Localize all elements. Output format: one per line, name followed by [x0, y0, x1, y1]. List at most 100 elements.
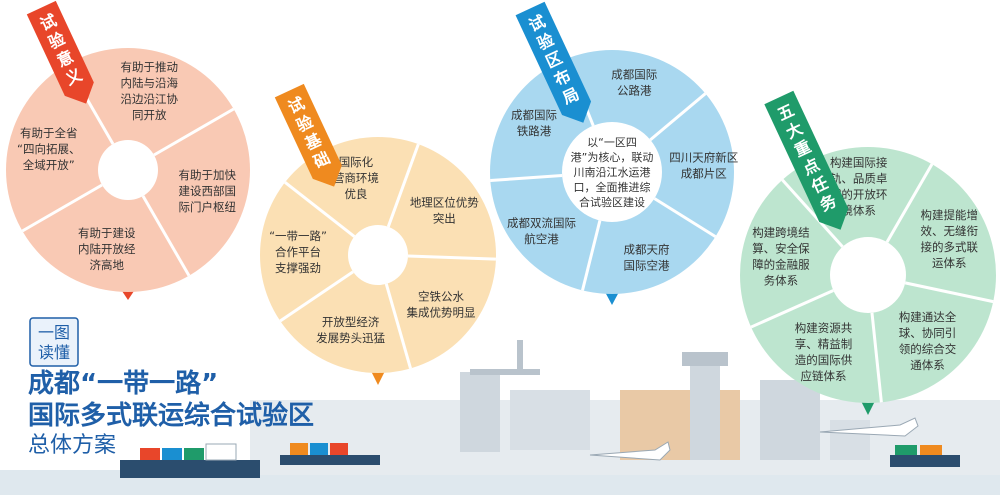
- segment-divider: [386, 143, 420, 228]
- segment-text-line: 国际化: [339, 155, 374, 169]
- center-text-line: 以“一区四: [587, 136, 637, 149]
- segment-text-line: 地理区位优势: [410, 195, 479, 209]
- tag-banner: [26, 0, 94, 104]
- circle-center: [562, 122, 662, 222]
- segment-text-line: 成都国际: [611, 68, 657, 82]
- segment-text-line: 同开放: [132, 108, 167, 122]
- badge-line-1: 一图: [38, 323, 70, 342]
- title-line-2: 国际多式联运综合试验区: [28, 400, 314, 431]
- segment-text-line: 支撑强劲: [275, 261, 321, 275]
- tag-char: 大: [783, 119, 806, 143]
- segment-text-line: 构建国际接: [830, 155, 888, 169]
- circle-layout: 以“一区四港”为核心，联动川南沿江水运港口，全面推进综合试验区建设四川天府新区成…: [490, 1, 738, 305]
- tag-char: 试: [285, 94, 308, 118]
- segment-divider: [407, 254, 496, 261]
- segment-text-line: 突出: [433, 211, 456, 225]
- title-line-1: 成都“一带一路”: [28, 368, 218, 399]
- segment-text-line: 成都双流国际: [507, 216, 576, 230]
- segment-divider: [153, 107, 235, 157]
- segment-divider: [141, 195, 191, 277]
- segment-text-line: 轨、品质卓: [830, 171, 888, 185]
- segment-divider: [279, 270, 354, 323]
- tag-char: 区: [543, 48, 566, 72]
- segment-text-line: 造的国际供: [795, 353, 853, 367]
- circle-foundation: 地理区位优势突出空铁公水集成优势明显开放型经济发展势头迅猛“一带一路”合作平台支…: [260, 83, 496, 385]
- pin-marker: [370, 369, 386, 385]
- tag-char: 试: [37, 11, 60, 35]
- circle-group: 有助于加快建设西部国际门户枢纽有助于建设内陆开放经济高地有助于全省“四向拓展、全…: [6, 0, 996, 415]
- center-text-line: 川南沿江水运港: [574, 166, 651, 179]
- pin-marker: [860, 399, 876, 415]
- segment-text-line: 有助于推动: [120, 60, 178, 74]
- segment-text-line: 构建提能增: [921, 208, 979, 222]
- segment-divider: [653, 197, 717, 238]
- segment-text-line: 成都天府: [623, 242, 669, 256]
- segment-divider: [21, 183, 103, 233]
- segment-text-line: 球、协同引: [899, 326, 957, 340]
- badge-line-2: 读懂: [38, 343, 70, 362]
- segment-text-line: 优良: [344, 187, 367, 201]
- badge-box: [29, 317, 79, 367]
- circle-tasks: 构建提能增效、无缝衔接的多式联运体系构建通达全球、协同引领的综合交通体系构建资源…: [740, 90, 996, 415]
- segment-text-line: 有助于建设: [78, 226, 136, 240]
- segment-text-line: 国际空港: [623, 258, 669, 272]
- tag-char: 点: [800, 155, 823, 179]
- title-line-3: 总体方案: [28, 433, 116, 458]
- segment-text-line: 合作平台: [275, 245, 321, 259]
- segment-text-line: 构建资源共: [795, 321, 853, 335]
- segment-text-line: 领的综合交: [899, 342, 957, 356]
- segment-text-line: 内陆与沿海: [120, 76, 178, 90]
- tag-char: 意: [54, 47, 77, 71]
- segment-text-line: 务体系: [764, 273, 799, 287]
- segment-text-line: 航空港: [524, 232, 559, 246]
- segment-text-line: 障的金融服: [752, 257, 810, 271]
- segment-text-line: 算、安全保: [752, 241, 810, 255]
- segment-text-line: 沿边沿江协: [120, 92, 178, 106]
- segment-divider: [581, 220, 602, 291]
- segment-text-line: 境体系: [841, 203, 876, 217]
- segment-text-line: 内陆开放经: [78, 242, 136, 256]
- circle-center: [830, 237, 906, 313]
- segment-text-line: 公路港: [617, 84, 652, 98]
- segment-text-line: 有助于加快: [178, 168, 236, 182]
- segment-divider: [490, 173, 563, 183]
- segment-text-line: 接的多式联: [921, 240, 979, 254]
- tag-banner: [764, 90, 849, 230]
- segment-text-line: 效、无缝衔: [921, 224, 979, 238]
- segment-divider: [384, 283, 412, 369]
- circle-significance: 有助于加快建设西部国际门户枢纽有助于建设内陆开放经济高地有助于全省“四向拓展、全…: [6, 0, 250, 300]
- segment-text-line: 全域开放”: [23, 158, 75, 172]
- segment-text-line: 铁路港: [517, 124, 552, 138]
- segment-text-line: 建设西部国: [178, 184, 236, 198]
- tag-char: 试: [526, 11, 549, 35]
- segment-text-line: 有助于全省: [20, 126, 78, 140]
- segment-text-line: 构建跨境结: [752, 225, 810, 239]
- segment-text-line: 成都片区: [681, 167, 727, 181]
- segment-divider: [885, 163, 934, 243]
- segment-text-line: 发展势头迅猛: [316, 331, 385, 345]
- center-text-line: 合试验区建设: [579, 195, 645, 209]
- segment-text-line: 集成优势明显: [407, 305, 476, 319]
- segment-divider: [284, 181, 356, 238]
- circle-center: [348, 225, 408, 285]
- port-skyline-illustration: [0, 340, 1000, 495]
- segment-text-line: “四向拓展、: [17, 142, 80, 156]
- segment-text-line: 空铁公水: [418, 289, 464, 303]
- segment-text-line: 际门户枢纽: [178, 200, 236, 214]
